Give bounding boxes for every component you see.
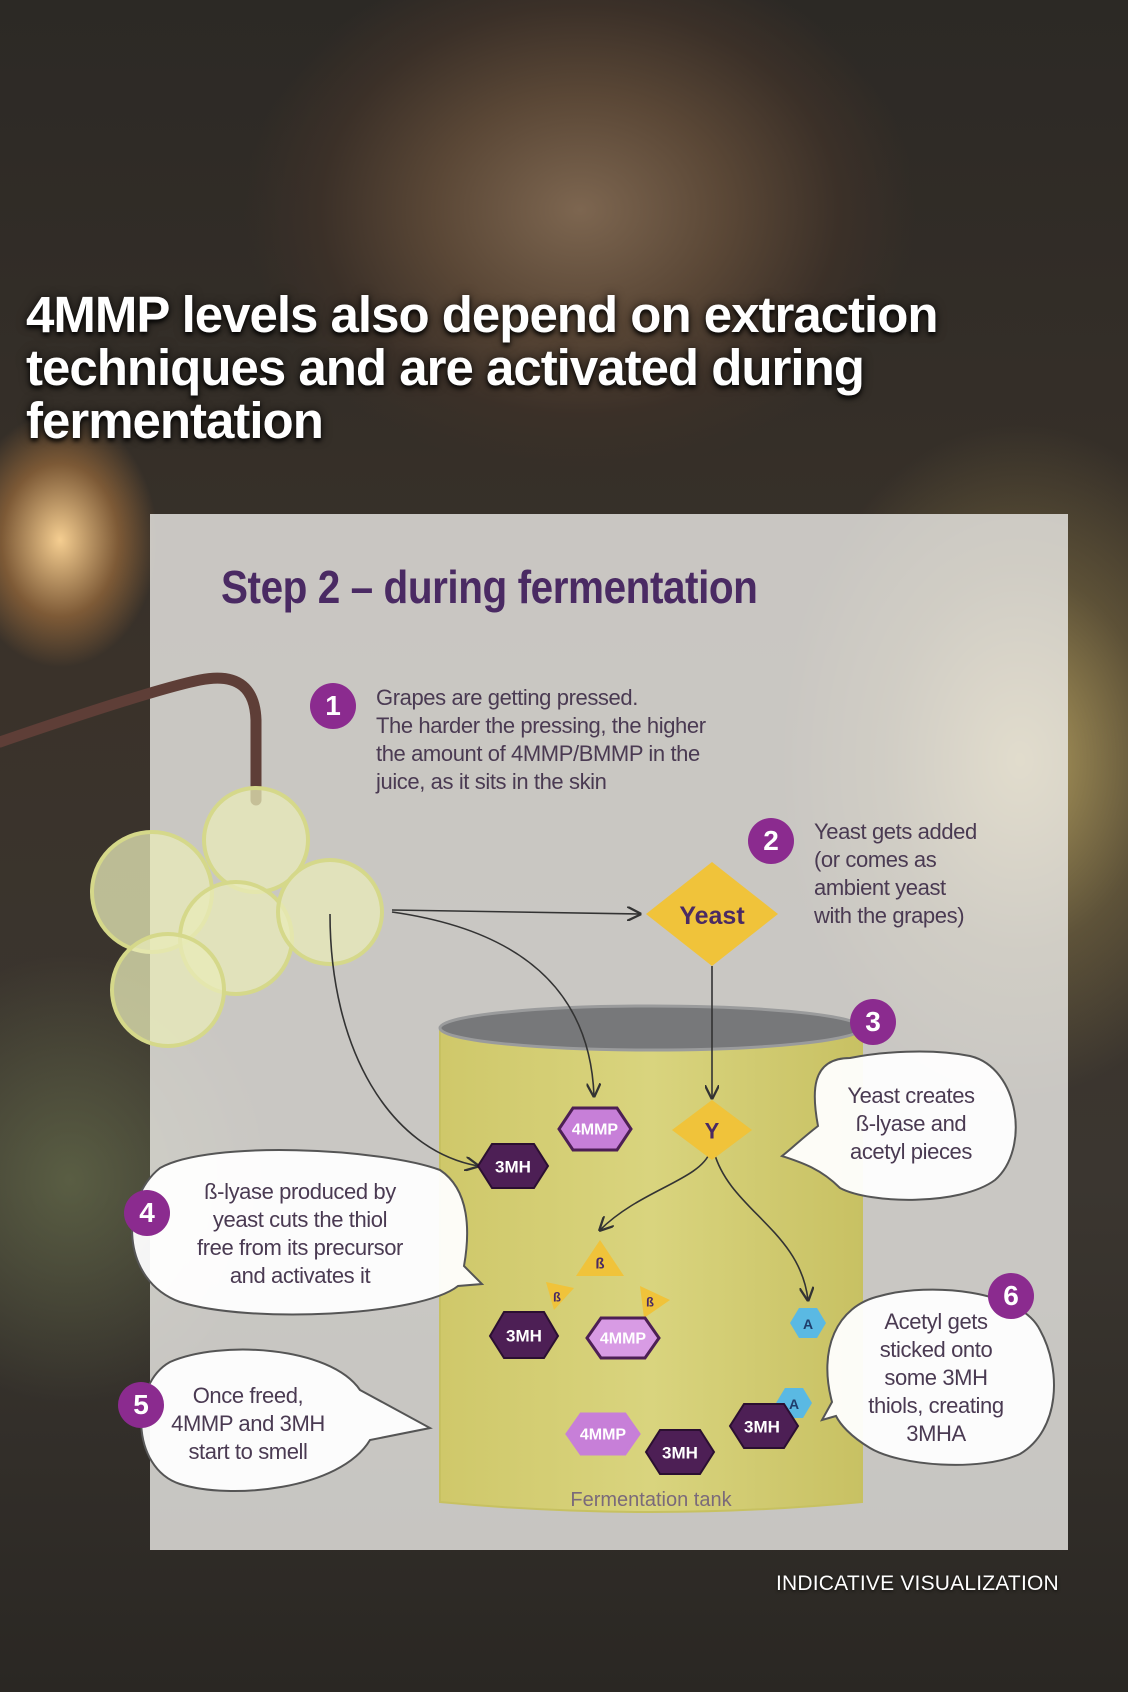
- step-badge-1: 1: [310, 683, 356, 729]
- beta-triangle-2: [546, 1282, 574, 1310]
- fermentation-tank-top: [438, 1004, 864, 1052]
- 4mmp-molecule-bottom: [565, 1412, 641, 1456]
- molecules-4mmp: [557, 1106, 661, 1456]
- yeast-diamond: [646, 862, 778, 966]
- diagram-title: Step 2 – during fermentation: [221, 561, 758, 613]
- yeast-label: Yeast: [679, 902, 745, 930]
- beta-triangle-3: [640, 1286, 670, 1318]
- tank-label: Fermentation tank: [570, 1489, 732, 1511]
- 3mh-molecule-right: [728, 1403, 800, 1449]
- yeast-symbol: Y: [705, 1119, 720, 1144]
- bubble-step-4: [131, 1149, 485, 1316]
- acetyl-symbol-1: A: [803, 1316, 813, 1332]
- step-badge-2: 2: [748, 818, 794, 864]
- molecules-3mh: [476, 1143, 800, 1475]
- step-badge-4: 4: [124, 1190, 170, 1236]
- 3mh-molecule-top: [476, 1143, 550, 1189]
- step-4-text: ß-lyase produced by yeast cuts the thiol…: [197, 1179, 403, 1288]
- 4mmp-molecule-top: [557, 1106, 633, 1152]
- 3mh-label-middle: 3MH: [506, 1327, 542, 1346]
- headline: 4MMP levels also depend on extraction te…: [26, 286, 939, 449]
- arrow-grape-to-3mh: [329, 913, 478, 1166]
- 4mmp-label-top: 4MMP: [572, 1122, 619, 1139]
- arrow-grape-to-yeast: [391, 910, 640, 914]
- step-1-text: Grapes are getting pressed. The harder t…: [376, 685, 706, 794]
- 4mmp-label-middle: 4MMP: [600, 1331, 647, 1348]
- beta-symbol-3: ß: [646, 1295, 654, 1310]
- acetyl-symbol-2: A: [789, 1396, 799, 1412]
- grape-bunch: [90, 786, 384, 1048]
- 3mh-molecule-bottom: [644, 1429, 716, 1475]
- step-3-text: Yeast creates ß-lyase and acetyl pieces: [847, 1083, 975, 1164]
- step-badge-6: 6: [988, 1273, 1034, 1319]
- arrow-y-to-beta: [600, 1151, 711, 1230]
- bubble-step-5: [140, 1348, 433, 1492]
- fermentation-tank-body: [439, 1027, 863, 1513]
- 3mh-molecule-middle: [488, 1311, 560, 1359]
- bubble-step-3: [779, 1050, 1017, 1201]
- step-badge-3: 3: [850, 999, 896, 1045]
- arrow-grape-to-4mmp: [391, 911, 594, 1096]
- 3mh-label-right: 3MH: [744, 1418, 780, 1437]
- 3mh-label-top: 3MH: [495, 1158, 531, 1177]
- beta-symbol: ß: [595, 1256, 604, 1273]
- indicative-visualization-note: INDICATIVE VISUALIZATION: [776, 1572, 1059, 1595]
- speech-bubbles: [131, 1050, 1055, 1492]
- step-5-text: Once freed, 4MMP and 3MH start to smell: [171, 1383, 325, 1464]
- arrow-y-to-acetyl: [713, 1151, 808, 1300]
- 3mh-label-bottom: 3MH: [662, 1444, 698, 1463]
- grape-stem: [0, 672, 262, 806]
- y-diamond: [672, 1100, 752, 1160]
- beta-symbol-2: ß: [553, 1290, 561, 1305]
- step-badge-5: 5: [118, 1382, 164, 1428]
- 4mmp-molecule-middle: [585, 1316, 661, 1360]
- 4mmp-label-bottom: 4MMP: [580, 1427, 627, 1444]
- step-6-text: Acetyl gets sticked onto some 3MH thiols…: [868, 1309, 1004, 1446]
- acetyl-hexagon-1: [790, 1308, 826, 1338]
- beta-triangle-1: [576, 1240, 624, 1276]
- step-2-text: Yeast gets added (or comes as ambient ye…: [814, 819, 977, 928]
